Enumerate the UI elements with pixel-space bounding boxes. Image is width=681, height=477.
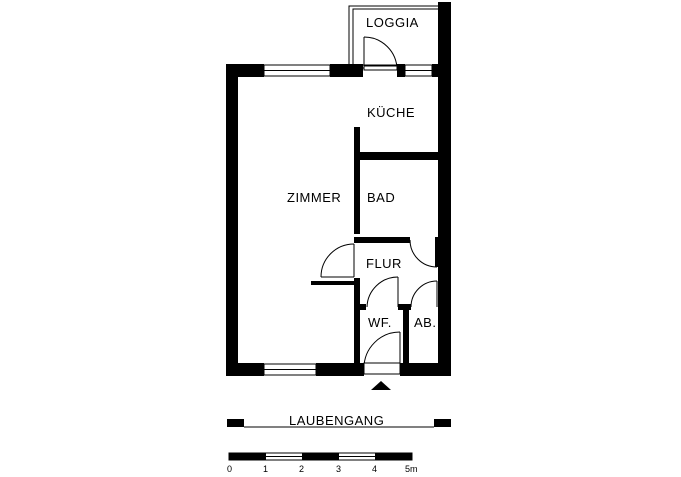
entrance-arrow-icon xyxy=(371,381,391,390)
wf-door xyxy=(366,276,399,308)
laubengang-label: LAUBENGANG xyxy=(289,413,384,428)
windows xyxy=(263,64,433,376)
scale-tick: 4 xyxy=(372,464,377,474)
scale-bar xyxy=(228,452,413,461)
bad-door xyxy=(409,237,438,268)
loggia-door xyxy=(363,36,398,71)
ab-door xyxy=(410,280,438,308)
doors xyxy=(320,36,438,375)
room-label-loggia: LOGGIA xyxy=(366,15,419,30)
laubengang: LAUBENGANG xyxy=(227,413,451,428)
room-label-zimmer: ZIMMER xyxy=(287,190,341,205)
scale-tick: 3 xyxy=(336,464,341,474)
room-label-flur: FLUR xyxy=(366,256,402,271)
room-label-kueche: KÜCHE xyxy=(367,105,415,120)
scale-ticks: 0 1 2 3 4 5m xyxy=(227,464,418,474)
interior-walls xyxy=(311,127,444,368)
room-label-ab: AB. xyxy=(414,315,436,330)
room-label-wf: WF. xyxy=(368,315,392,330)
scale-tick: 1 xyxy=(263,464,268,474)
scale-tick: 5m xyxy=(405,464,418,474)
scale-tick: 2 xyxy=(299,464,304,474)
outer-walls xyxy=(226,64,451,376)
room-label-bad: BAD xyxy=(367,190,395,205)
entrance-door xyxy=(363,331,401,375)
scale-tick: 0 xyxy=(227,464,232,474)
zimmer-door xyxy=(320,243,355,278)
